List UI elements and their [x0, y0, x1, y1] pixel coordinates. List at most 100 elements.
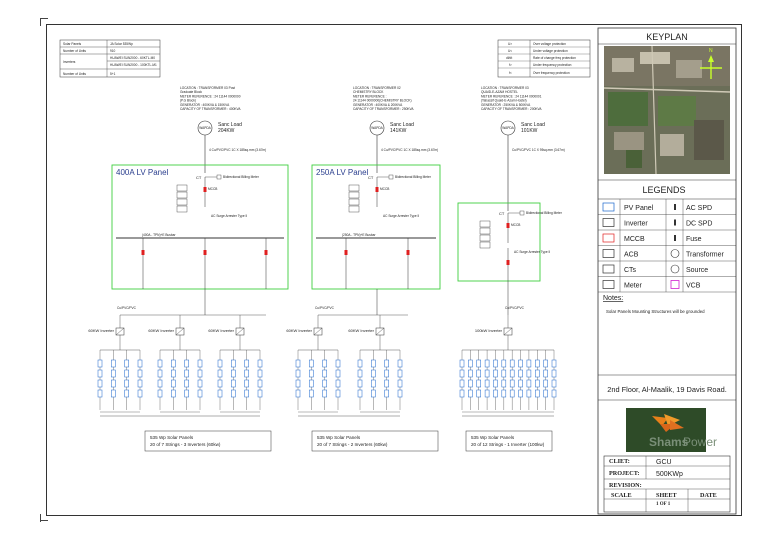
pv-panel-icon: [371, 379, 376, 388]
pv-panel-icon: [124, 369, 129, 378]
dc-spd-icon: [674, 219, 676, 226]
relay-box: [348, 198, 360, 206]
legend-left-5: Meter: [624, 283, 643, 290]
prot-text-2: Rate of change freq protection: [533, 56, 576, 60]
ct-label: CT: [499, 211, 505, 216]
notes-title: Notes:: [603, 295, 623, 302]
pv-panel-icon: [518, 369, 523, 378]
summary-box: [311, 430, 439, 452]
pv-panel-icon: [157, 369, 163, 378]
legend-right-2: Fuse: [686, 236, 702, 243]
pv-panel-icon: [509, 359, 515, 368]
location-line: CHEMISTRY BLOCK: [353, 90, 384, 94]
relay-box: [348, 205, 360, 213]
spec-value-4: 5+1: [110, 72, 116, 76]
mccb-icon: [344, 250, 348, 255]
svg-text:N: N: [709, 48, 713, 54]
pv-panel-icon: [518, 389, 523, 398]
location-line: METER REFERENCE :: [353, 94, 387, 98]
location-line: CAPACITY OF TRANSFORMER : 400KVA: [180, 107, 241, 111]
pv-panel-icon: [124, 359, 129, 368]
pv-panel-icon: [518, 359, 523, 368]
sheet-value: 1 OF 1: [656, 502, 671, 507]
lv-panel-title: 400A LV Panel: [116, 168, 169, 177]
sanc-load-label: Sanc Load: [218, 122, 242, 128]
meter-icon: [519, 210, 525, 216]
pv-panel-icon: [526, 389, 532, 398]
legend-right-5: VCB: [686, 283, 701, 290]
pv-panel-icon: [543, 389, 548, 398]
pv-panel-icon: [322, 359, 327, 368]
location-line: 24 11144 0000000(CHEMISTRY BLOCK): [353, 99, 412, 103]
pv-panel-icon: [171, 389, 176, 398]
client-label: CLIET:: [609, 458, 630, 465]
legend-right-4: Source: [686, 267, 708, 274]
legend-left-1: Inverter: [624, 221, 648, 228]
pv-panel-icon: [357, 359, 363, 368]
meter-label: Bidirectional Billing Meter: [223, 175, 260, 179]
pv-panel-icon: [111, 359, 116, 368]
prot-text-3: Under frequency protection: [533, 63, 572, 67]
logo-text-a: Shams: [649, 435, 689, 449]
pv-panel-icon: [197, 369, 203, 378]
transformer-tag: WAPDA: [199, 126, 211, 130]
spec-value-0: JA Solar 535Wp: [110, 42, 133, 46]
location-line: QUAID-E-AZAM HOSTEL: [481, 90, 518, 94]
legend-right-1: DC SPD: [686, 221, 712, 228]
pv-panel-icon: [322, 389, 327, 398]
summary-line-0: 535 Wp Solar Panels: [317, 435, 361, 440]
pv-panel-icon: [493, 359, 498, 368]
source-icon: [670, 264, 680, 274]
location-line: Graduate Block: [180, 90, 202, 94]
sanc-load-value: 141KW: [390, 128, 407, 134]
sanc-load-label: Sanc Load: [521, 122, 545, 128]
address-text: 2nd Floor, Al-Maalik, 19 Davis Road.: [607, 385, 727, 394]
inverter-label: 60KW Inverter: [148, 328, 174, 333]
pv-panel-icon: [384, 359, 389, 368]
pv-panel-icon: [244, 379, 249, 388]
inverter-label: 60KW Inverter: [208, 328, 234, 333]
pv-panel-icon: [468, 389, 473, 398]
pv-panel-icon: [459, 389, 465, 398]
company-logo: Shams Power: [626, 408, 717, 452]
pv-panel-icon: [384, 379, 389, 388]
prot-code-2: df/dt: [506, 56, 512, 60]
pv-panel-icon: [157, 359, 163, 368]
pv-panel-icon: [535, 369, 540, 378]
legend-left-2: MCCB: [624, 236, 645, 243]
pv-panel-icon: [551, 379, 557, 388]
mccb-label: MCCB: [511, 223, 520, 227]
location-line: LOCATION : TRANSFORMER 03: [481, 86, 529, 90]
pv-panel-icon: [309, 379, 314, 388]
pv-panel-icon: [509, 379, 515, 388]
location-line: GENERATOR : 250KVA & 500KVA: [481, 103, 531, 107]
summary-line-0: 535 Wp Solar Panels: [471, 435, 515, 440]
busbar-label: (250A - TPN)+E Busbar: [342, 233, 376, 237]
sheet-label: SHEET: [656, 492, 678, 499]
feeder-cable: Cu/PVC/PVC 1C X 95sq.mm (3.67m): [512, 148, 565, 152]
protection-legend: U> Over voltage protection U< Under volt…: [497, 39, 591, 78]
spec-label-1: Number of Units: [63, 49, 86, 53]
relay-box: [176, 184, 188, 192]
location-line: GENERATOR : 400KVA & 150KVA: [180, 103, 230, 107]
north-arrow-icon: N: [700, 48, 722, 79]
pv-panel-icon: [476, 359, 481, 368]
pv-panel-icon: [184, 359, 189, 368]
pv-panel-icon: [397, 389, 403, 398]
legend-left-4: CTs: [624, 267, 637, 274]
prot-text-0: Over voltage protection: [533, 42, 566, 46]
pv-panel-icon: [124, 379, 129, 388]
summary-line-0: 535 Wp Solar Panels: [150, 435, 194, 440]
mccb-icon: [203, 187, 207, 192]
logo-text-b: Power: [683, 435, 717, 449]
pv-panel-icon: [157, 379, 163, 388]
pv-panel-icon: [468, 359, 473, 368]
pv-panel-icon: [551, 359, 557, 368]
pv-panel-icon: [397, 369, 403, 378]
lv-panel-box: [457, 202, 541, 282]
pv-panel-icon: [322, 379, 327, 388]
pv-panel-icon: [231, 359, 236, 368]
client-value: GCU: [656, 459, 672, 466]
meter-icon: [602, 280, 615, 289]
notes-text: Solar Panels Mounting Structures will be…: [606, 309, 705, 314]
